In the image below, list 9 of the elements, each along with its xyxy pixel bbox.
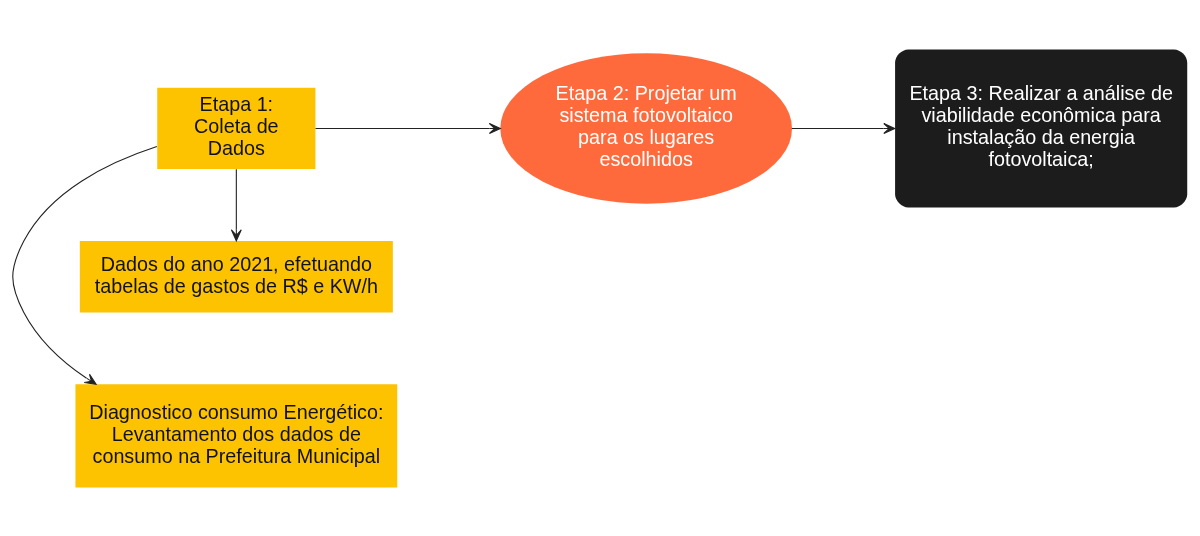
- node-box: Etapa 3: Realizar a análise de viabilidade econômica para instalação da energia fotovoltaica;: [895, 48, 1188, 208]
- arrow: [791, 122, 896, 134]
- arrow: [12, 145, 158, 385]
- node-box: Dados do ano 2021, efetuando tabelas de gastos de R$ e KW/h: [79, 240, 393, 312]
- node-box: Etapa 1: Coleta de Dados: [157, 87, 316, 169]
- arrow: [315, 122, 501, 134]
- node-box: Diagnostico consumo Energético: Levantamento dos dados de consumo na Prefeitura Municipal: [75, 383, 398, 488]
- arrow: [230, 168, 242, 241]
- node-ellipse: Etapa 2: Projetar um sistema fotovoltaico para os lugares escolhidos: [500, 52, 792, 204]
